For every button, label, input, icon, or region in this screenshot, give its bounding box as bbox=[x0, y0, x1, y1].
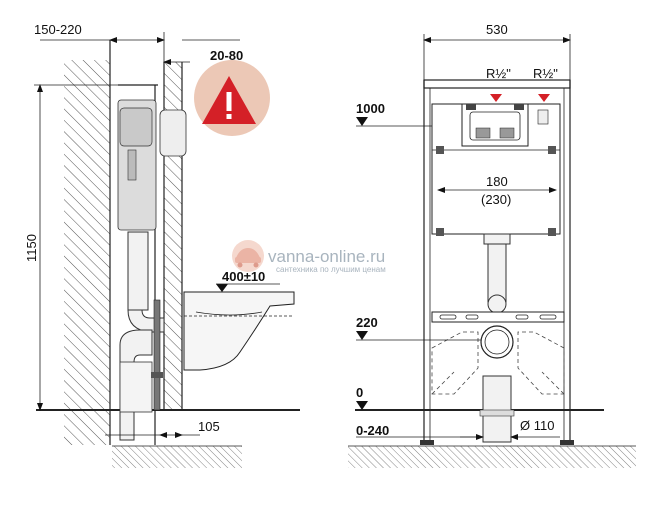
level-220: 220 bbox=[356, 315, 378, 330]
inlet-left-label: R½" bbox=[486, 66, 511, 81]
warning-dimension: 20-80 bbox=[210, 48, 243, 63]
drain-outlet bbox=[480, 325, 514, 359]
height-dimension-label: 1150 bbox=[24, 234, 39, 262]
drain-elbow-side bbox=[119, 329, 153, 441]
bowl-outline-right bbox=[517, 331, 565, 395]
wall-gap-dimension: 150-220 bbox=[34, 22, 82, 37]
pipe-diameter-dimension: Ø 110 bbox=[520, 418, 554, 433]
level-0-240: 0-240 bbox=[356, 423, 389, 438]
side-view: 1150 150-220 20-80 400±10 105 bbox=[24, 22, 300, 468]
flush-opening bbox=[461, 103, 529, 147]
wall-hatch bbox=[64, 60, 110, 445]
inlet-right-marker bbox=[538, 94, 550, 102]
car-logo-icon bbox=[232, 240, 264, 272]
frame-top-rail bbox=[423, 79, 571, 89]
inlet-right-label: R½" bbox=[533, 66, 558, 81]
inlet-left-marker bbox=[490, 94, 502, 102]
wall-hung-bowl bbox=[183, 291, 295, 371]
level-0: 0 bbox=[356, 385, 363, 400]
watermark-site: vanna-online.ru bbox=[268, 247, 385, 266]
bowl-mount-rail bbox=[431, 311, 565, 323]
warning-triangle-icon bbox=[202, 76, 256, 124]
width-dimension-label: 530 bbox=[486, 22, 508, 37]
ground-hatch bbox=[112, 446, 242, 468]
lower-drain-pipe bbox=[482, 375, 512, 443]
level-1000: 1000 bbox=[356, 101, 385, 116]
front-view: R½" R½" 530 180 (230) bbox=[348, 22, 636, 468]
flush-width-dimension: 180 bbox=[486, 174, 508, 189]
front-ground-hatch bbox=[348, 446, 636, 468]
watermark: vanna-online.ru сантехника по лучшим цен… bbox=[232, 240, 386, 274]
flush-pipe-side bbox=[127, 231, 149, 311]
depth-dimension: 105 bbox=[198, 419, 220, 434]
bowl-height-dimension: 400±10 bbox=[222, 269, 265, 284]
watermark-slogan: сантехника по лучшим ценам bbox=[276, 265, 386, 274]
bowl-outline-left bbox=[431, 331, 479, 395]
flush-width-alt-dimension: (230) bbox=[481, 192, 511, 207]
